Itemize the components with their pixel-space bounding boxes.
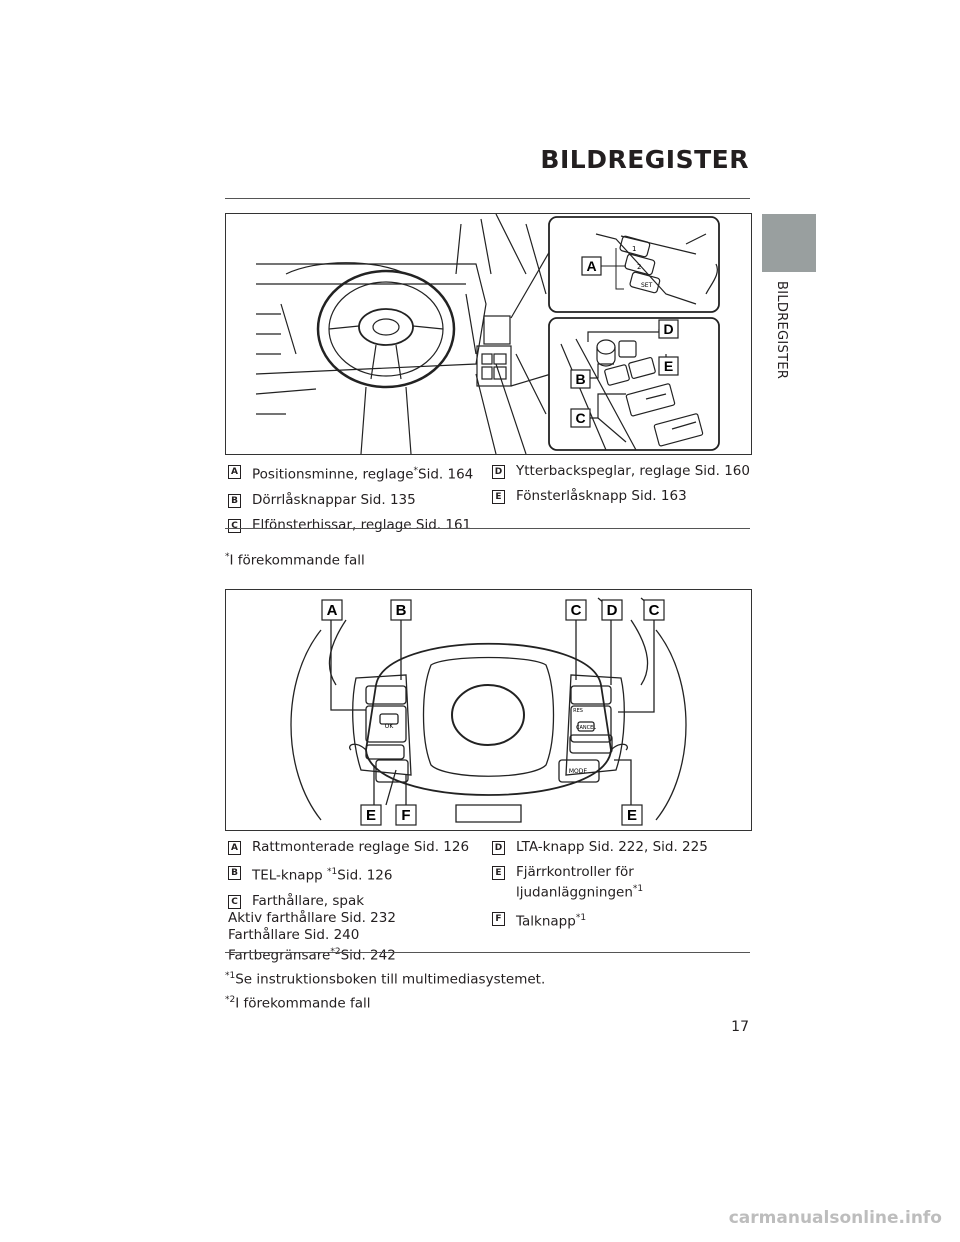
legend2-item-b: B TEL-knapp *1Sid. 126: [228, 864, 490, 885]
legend2-item-a: A Rattmonterade reglage Sid. 126: [228, 839, 490, 856]
legend-item-d: D Ytterbackspeglar, reglage Sid. 160: [492, 463, 754, 480]
figure2-footnote-2: *2I förekommande fall: [225, 995, 371, 1012]
label-box-a: [581, 256, 602, 276]
fig2-label-c2: C: [649, 602, 660, 619]
figure1-footnote: *I förekommande fall: [225, 552, 365, 569]
legend-item-a: A Positionsminne, reglage*Sid. 164: [228, 463, 490, 484]
steering-controls-illustration: OK CANCEL RES MODE A B C D C E F E: [290, 597, 687, 826]
legend2-item-f: F Talknapp*1: [492, 910, 754, 931]
legend2-item-c: C Farthållare, spak Aktiv farthållare Si…: [228, 892, 396, 963]
watermark: carmanualsonline.info: [728, 1208, 942, 1228]
fig2-label-f: F: [401, 807, 410, 824]
ok-button-text: OK: [385, 723, 395, 730]
memory-1-text: 1: [632, 245, 636, 253]
page-number: 17: [731, 1019, 749, 1035]
door-controls-illustration: 1 2 SET A D E B C: [255, 214, 720, 454]
side-section-label: BILDREGISTER: [774, 281, 789, 380]
figure1-legend: A Positionsminne, reglage*Sid. 164 B Dör…: [228, 463, 750, 533]
fig2-label-e2: E: [627, 807, 637, 824]
fig2-label-c1: C: [571, 602, 582, 619]
section-tab: [762, 214, 816, 272]
legend-item-e: E Fönsterlåsknapp Sid. 163: [492, 488, 754, 505]
fig2-label-a: A: [327, 602, 338, 619]
legend1-rule: [225, 528, 750, 529]
legend2-rule: [225, 952, 750, 953]
fig1-label-e: E: [664, 358, 673, 374]
legend-item-c: C Elfönsterhissar, reglage Sid. 161: [228, 517, 490, 534]
figure2-footnote-1: *1Se instruktionsboken till multimediasy…: [225, 971, 546, 988]
memory-set-text: SET: [641, 282, 653, 289]
fig2-label-e1: E: [366, 807, 376, 824]
title-rule: [225, 198, 750, 199]
fig1-label-b: B: [575, 371, 585, 387]
figure-door-controls: 1 2 SET A D E B C: [225, 213, 752, 455]
fig2-label-b: B: [396, 602, 407, 619]
fig1-label-a: A: [586, 258, 596, 274]
res-button-text: RES: [573, 708, 583, 714]
memory-2-text: 2: [637, 263, 641, 271]
figure2-legend: A Rattmonterade reglage Sid. 126 B TEL-k…: [228, 839, 750, 963]
fig1-label-c: C: [575, 410, 585, 426]
mode-button-text: MODE: [569, 768, 588, 775]
legend2-item-d: D LTA-knapp Sid. 222, Sid. 225: [492, 839, 754, 856]
fig2-label-d: D: [607, 602, 618, 619]
cancel-button-text: CANCEL: [576, 725, 596, 731]
figure-steering-controls: OK CANCEL RES MODE A B C D C E F E: [225, 589, 752, 831]
legend-item-b: B Dörrlåsknappar Sid. 135: [228, 492, 490, 509]
page-title: BILDREGISTER: [540, 145, 749, 174]
legend2-item-e: E Fjärrkontroller för ljudanläggningen*1: [492, 864, 754, 902]
fig1-label-d: D: [663, 321, 673, 337]
